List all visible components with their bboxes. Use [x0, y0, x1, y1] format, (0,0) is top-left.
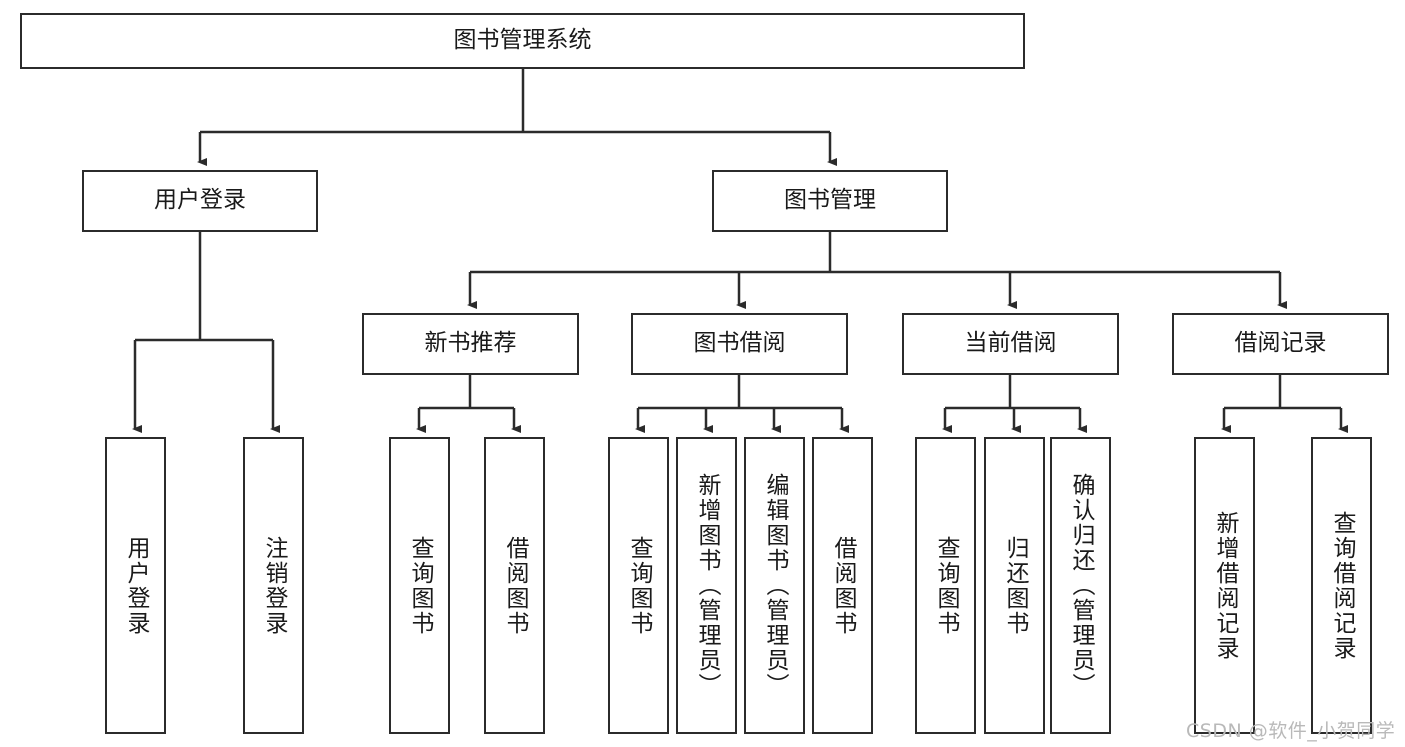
node-new-book-recommend-label: 新书推荐	[424, 330, 517, 357]
node-current-borrow-label: 当前借阅	[964, 330, 1057, 357]
node-leaf-user-login[interactable]: 用户登录	[105, 437, 166, 734]
node-leaf-add-borrow-record[interactable]: 新增借阅记录	[1194, 437, 1255, 734]
node-book-borrow-label: 图书借阅	[693, 330, 786, 357]
node-book-borrow[interactable]: 图书借阅	[631, 313, 848, 375]
node-new-book-recommend[interactable]: 新书推荐	[362, 313, 579, 375]
node-leaf-query-book-2[interactable]: 查询图书	[608, 437, 669, 734]
node-leaf-borrow-book-2-label: 借阅图书	[830, 535, 856, 636]
node-borrow-record-label: 借阅记录	[1234, 330, 1327, 357]
node-root-label: 图书管理系统	[453, 27, 592, 54]
node-current-borrow[interactable]: 当前借阅	[902, 313, 1119, 375]
node-leaf-borrow-book-1-label: 借阅图书	[502, 535, 528, 636]
node-book-manage[interactable]: 图书管理	[712, 170, 948, 232]
node-leaf-borrow-book-2[interactable]: 借阅图书	[812, 437, 873, 734]
node-leaf-edit-book-admin[interactable]: 编辑图书（管理员）	[744, 437, 805, 734]
node-leaf-query-borrow-record[interactable]: 查询借阅记录	[1311, 437, 1372, 734]
node-leaf-user-logout-label: 注销登录	[261, 535, 287, 636]
node-leaf-confirm-return-admin-label: 确认归还（管理员）	[1068, 473, 1094, 698]
node-leaf-query-book-3[interactable]: 查询图书	[915, 437, 976, 734]
node-leaf-query-book-2-label: 查询图书	[626, 535, 652, 636]
node-book-manage-label: 图书管理	[784, 187, 876, 214]
node-leaf-return-book[interactable]: 归还图书	[984, 437, 1045, 734]
node-leaf-query-book-1[interactable]: 查询图书	[389, 437, 450, 734]
node-leaf-query-book-3-label: 查询图书	[933, 535, 959, 636]
node-leaf-edit-book-admin-label: 编辑图书（管理员）	[762, 473, 788, 698]
node-leaf-borrow-book-1[interactable]: 借阅图书	[484, 437, 545, 734]
node-leaf-query-borrow-record-label: 查询借阅记录	[1329, 510, 1355, 661]
node-leaf-user-logout[interactable]: 注销登录	[243, 437, 304, 734]
node-root[interactable]: 图书管理系统	[20, 13, 1025, 69]
node-user-login-label: 用户登录	[154, 187, 246, 214]
node-leaf-user-login-label: 用户登录	[123, 535, 149, 636]
node-leaf-add-book-admin-label: 新增图书（管理员）	[694, 473, 720, 698]
node-borrow-record[interactable]: 借阅记录	[1172, 313, 1389, 375]
node-leaf-query-book-1-label: 查询图书	[407, 535, 433, 636]
node-leaf-add-book-admin[interactable]: 新增图书（管理员）	[676, 437, 737, 734]
watermark-text: CSDN @软件_小贺同学	[1186, 720, 1396, 742]
node-user-login[interactable]: 用户登录	[82, 170, 318, 232]
node-leaf-add-borrow-record-label: 新增借阅记录	[1212, 510, 1238, 661]
node-leaf-confirm-return-admin[interactable]: 确认归还（管理员）	[1050, 437, 1111, 734]
node-leaf-return-book-label: 归还图书	[1002, 535, 1028, 636]
